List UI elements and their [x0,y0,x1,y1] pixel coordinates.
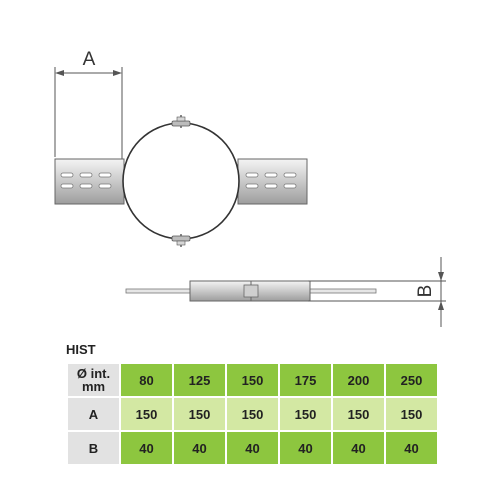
table-cell: 175 [280,364,331,396]
dimension-a-label: A [83,49,96,70]
row-header-b: B [68,432,119,464]
table-cell: 125 [174,364,225,396]
right-support-bracket [237,158,308,205]
bottom-bolt [171,234,191,247]
ring-clamp-top-view [54,115,308,247]
table-cell: 40 [174,432,225,464]
table-cell: 150 [280,398,331,430]
table-cell: 150 [227,398,278,430]
dimensions-table: Ø int.mm 80 125 150 175 200 250 A 150 15… [66,362,439,466]
dimension-b: B [308,257,446,327]
table-cell: 80 [121,364,172,396]
table-row-b: B 40 40 40 40 40 40 [68,432,437,464]
dimension-b-label: B [415,285,436,298]
ring-clamp-side-view [125,280,377,302]
table-cell: 150 [121,398,172,430]
table-cell: 40 [121,432,172,464]
clamp-ring [122,122,240,240]
table-cell: 40 [280,432,331,464]
table-cell: 40 [333,432,384,464]
technical-drawing: A [54,49,446,327]
table-cell: 40 [227,432,278,464]
table-cell: 250 [386,364,437,396]
left-support-bracket [54,158,125,205]
row-header-inner-diameter: Ø int.mm [68,364,119,396]
dimension-a: A [54,49,123,162]
row-header-inner-diameter-label: Ø int.mm [76,366,111,394]
table-row-a: A 150 150 150 150 150 150 [68,398,437,430]
table-cell: 40 [386,432,437,464]
table-cell: 150 [333,398,384,430]
table-cell: 150 [386,398,437,430]
top-bolt [171,115,191,128]
table-cell: 150 [174,398,225,430]
product-code: HIST [66,342,96,357]
table-cell: 200 [333,364,384,396]
row-header-a: A [68,398,119,430]
table-row-inner-diameter: Ø int.mm 80 125 150 175 200 250 [68,364,437,396]
table-cell: 150 [227,364,278,396]
